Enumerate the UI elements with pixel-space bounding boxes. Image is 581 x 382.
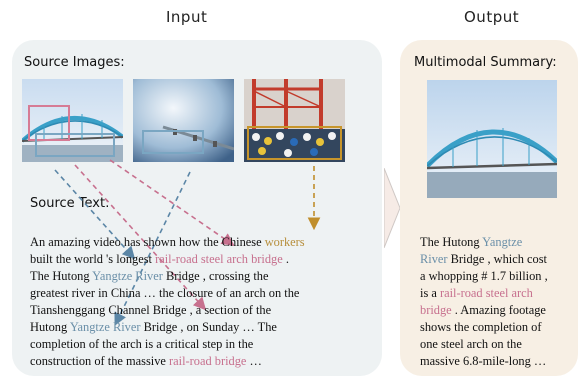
input-header: Input xyxy=(166,8,208,26)
arrow-pink-2 xyxy=(109,159,235,246)
summary-text: The Hutong xyxy=(420,235,483,249)
source-highlight-pink: rail-road bridge xyxy=(169,354,247,368)
summary-image-bridge xyxy=(427,80,557,198)
summary-line: is a rail-road steel arch xyxy=(420,285,576,302)
source-highlight-gold: workers xyxy=(264,235,305,249)
source-images-label: Source Images: xyxy=(24,55,125,70)
summary-text: . Amazing footage xyxy=(451,303,546,317)
source-text: Hutong xyxy=(30,320,70,334)
source-line: Hutong Yangtze River Bridge , on Sunday … xyxy=(30,319,375,336)
summary-text: shows the completion of xyxy=(420,320,542,334)
source-text: completion of the arch is a critical ste… xyxy=(30,337,254,351)
source-text: Bridge , crossing the xyxy=(162,269,269,283)
source-text-body: An amazing video has shown how the Chine… xyxy=(30,234,375,370)
multimodal-summary-label: Multimodal Summary: xyxy=(414,55,557,70)
source-image-bridge xyxy=(22,79,123,162)
arrow-blue-2 xyxy=(114,171,191,326)
source-line: Tianshenggang Channel Bridge , a section… xyxy=(30,302,375,319)
source-text: greatest river in China … the closure of… xyxy=(30,286,300,300)
source-highlight-blue: Yangtze River xyxy=(69,320,141,334)
output-header: Output xyxy=(464,8,520,26)
summary-text: massive 6.8-mile-long … xyxy=(420,354,547,368)
summary-text: Bridge , which cost xyxy=(447,252,547,266)
source-text: construction of the massive xyxy=(30,354,170,368)
summary-line: one steel arch on the xyxy=(420,336,576,353)
summary-line: a whopping # 1.7 billion , xyxy=(420,268,576,285)
source-highlight-blue: Yangtze River xyxy=(92,269,163,283)
source-text: Tianshenggang Channel Bridge , a section… xyxy=(30,303,272,317)
source-line: built the world 's longest rail-road ste… xyxy=(30,251,375,268)
source-text: Bridge , on Sunday … The xyxy=(140,320,277,334)
source-text: built the world 's longest xyxy=(30,252,156,266)
source-text: … xyxy=(246,354,262,368)
arrow-chevron-icon xyxy=(384,168,400,248)
source-text: . xyxy=(282,252,289,266)
source-line: greatest river in China … the closure of… xyxy=(30,285,375,302)
source-highlight-pink: rail-road steel arch bridge xyxy=(155,252,283,266)
summary-highlight-pink: bridge xyxy=(420,303,452,317)
source-text: The Hutong xyxy=(30,269,93,283)
source-line: construction of the massive rail-road br… xyxy=(30,353,375,370)
source-line: An amazing video has shown how the Chine… xyxy=(30,234,375,251)
arrow-blue-1 xyxy=(54,169,136,260)
summary-line: bridge . Amazing footage xyxy=(420,302,576,319)
summary-text: is a xyxy=(420,286,440,300)
summary-line: massive 6.8-mile-long … xyxy=(420,353,576,370)
source-text: An amazing video has shown how the Chine… xyxy=(30,235,265,249)
source-image-river xyxy=(133,79,234,162)
source-image-workers xyxy=(244,79,345,162)
summary-highlight-pink: rail-road steel arch xyxy=(439,286,533,300)
source-line: The Hutong Yangtze River Bridge , crossi… xyxy=(30,268,375,285)
summary-line: River Bridge , which cost xyxy=(420,251,576,268)
summary-highlight-blue: Yangtze xyxy=(482,235,523,249)
source-line: completion of the arch is a critical ste… xyxy=(30,336,375,353)
summary-text: a whopping # 1.7 billion , xyxy=(420,269,548,283)
summary-highlight-blue: River xyxy=(420,252,448,266)
summary-text: one steel arch on the xyxy=(420,337,522,351)
source-text-label: Source Text: xyxy=(30,196,110,211)
summary-line: shows the completion of xyxy=(420,319,576,336)
summary-line: The Hutong Yangtze xyxy=(420,234,576,251)
